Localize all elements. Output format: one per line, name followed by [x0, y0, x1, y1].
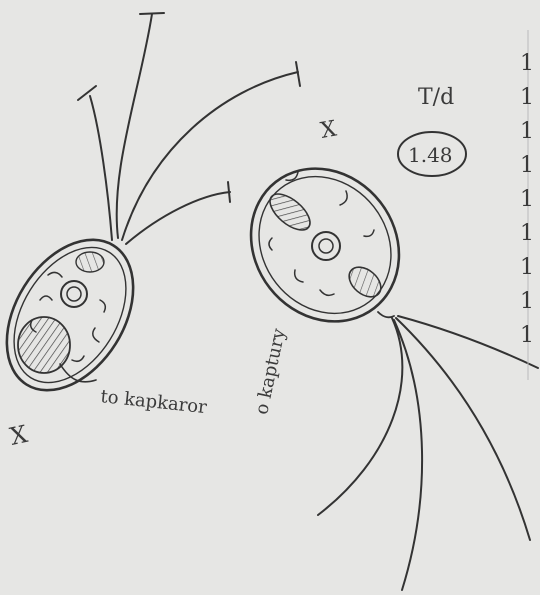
- edge-mark: 1: [520, 323, 534, 348]
- edge-mark: 1: [520, 153, 534, 178]
- ratio-value: 1.48: [408, 143, 453, 167]
- edge-mark: 1: [520, 119, 534, 144]
- right-edge-marks: 1 1 1 1 1 1 1 1 1: [520, 51, 534, 348]
- ratio-label: T/d: [418, 85, 454, 110]
- edge-mark: 1: [520, 85, 534, 110]
- edge-mark: 1: [520, 187, 534, 212]
- edge-mark: 1: [520, 51, 534, 76]
- edge-mark: 1: [520, 255, 534, 280]
- edge-mark: 1: [520, 289, 534, 314]
- edge-mark: 1: [520, 221, 534, 246]
